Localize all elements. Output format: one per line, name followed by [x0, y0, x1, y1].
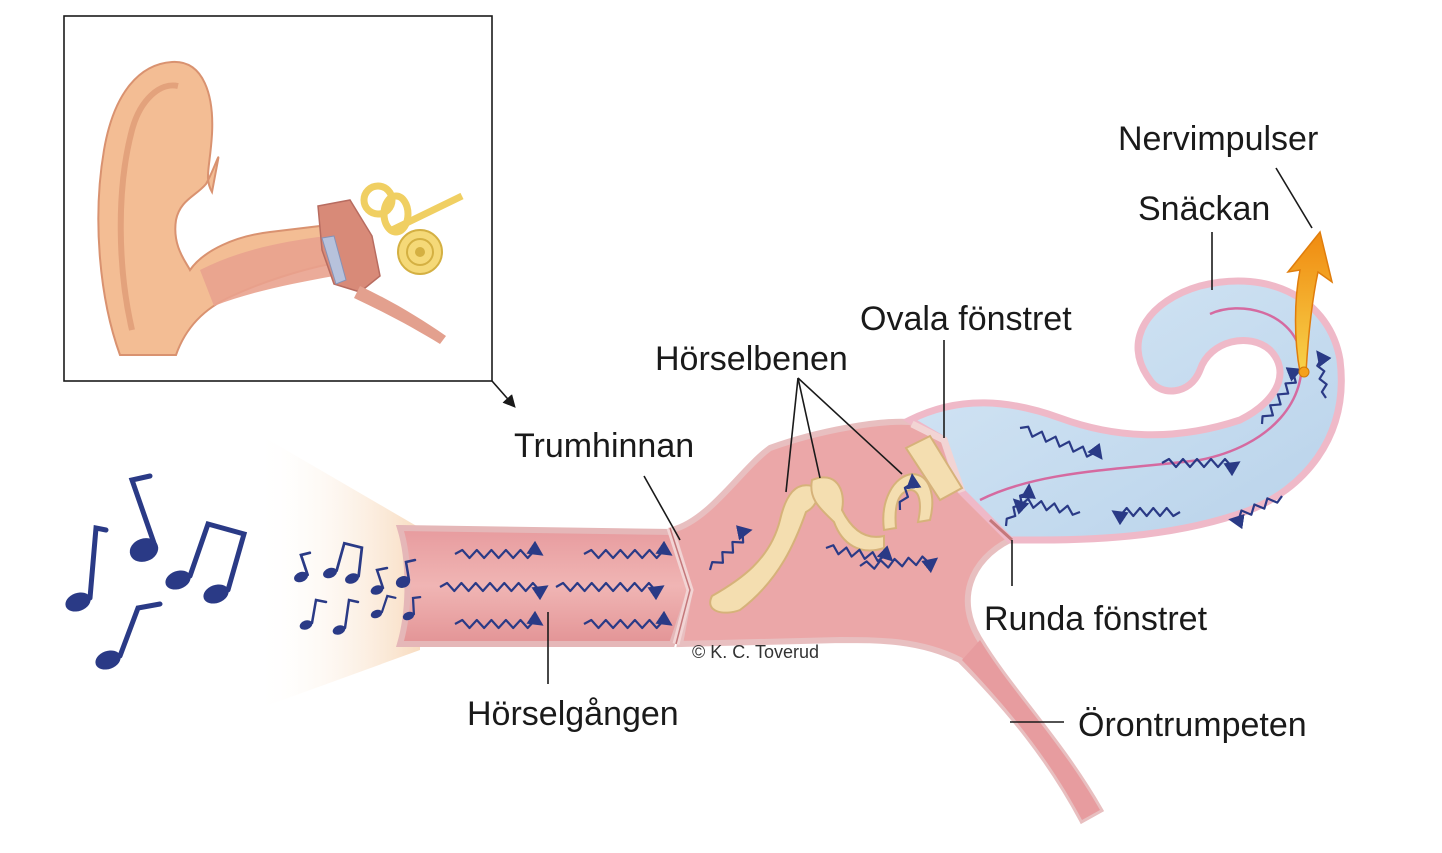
sound-wave-arrow-icon — [583, 540, 673, 560]
sound-wave-arrow-icon — [859, 555, 939, 574]
label-nervimpulser: Nervimpulser — [1118, 120, 1318, 158]
sound-wave-arrow-icon — [1012, 497, 1081, 516]
sound-waves — [439, 350, 1332, 630]
leader-horselbenen-3 — [797, 377, 903, 475]
eustachian-tube — [962, 640, 1100, 820]
sound-wave-arrow-icon — [1004, 483, 1036, 527]
inset-pointer-arrow-icon — [491, 380, 516, 408]
note-icon — [402, 595, 422, 621]
impulse-origin — [1298, 366, 1310, 378]
inset-canal — [200, 236, 334, 306]
sound-wave-arrow-icon — [1161, 457, 1241, 477]
inset-overview — [63, 15, 493, 382]
note-icon — [395, 558, 417, 588]
note-icon — [299, 598, 328, 630]
label-ovala-fonstret: Ovala fönstret — [860, 300, 1072, 338]
leader-nervimpulser — [1275, 167, 1313, 229]
note-icon — [294, 551, 312, 583]
note-icon — [65, 525, 109, 612]
incus — [810, 476, 885, 552]
oval-window — [910, 420, 966, 494]
sound-wave-arrow-icon — [1228, 495, 1283, 530]
sound-wave-arrow-icon — [708, 525, 753, 571]
inset-tube — [354, 286, 446, 344]
note-icon — [165, 520, 248, 604]
round-window — [988, 518, 1014, 542]
inset-inner-ear — [360, 182, 464, 236]
note-icon — [370, 566, 389, 595]
music-notes-icon — [65, 473, 422, 670]
stapes-footplate — [904, 434, 964, 502]
label-orontrumpeten: Örontrumpeten — [1078, 706, 1307, 744]
label-horselbenen: Hörselbenen — [655, 340, 848, 378]
sound-wave-arrow-icon — [1260, 367, 1303, 425]
sound-wave-arrow-icon — [898, 473, 922, 511]
sound-wave-arrow-icon — [583, 610, 673, 630]
note-icon — [128, 473, 159, 562]
sound-wave-arrow-icon — [1019, 425, 1103, 460]
basilar-membrane — [979, 307, 1303, 502]
nerve-impulse-arrow-icon — [1286, 230, 1334, 373]
sound-wave-arrow-icon — [1316, 350, 1332, 399]
note-icon — [323, 541, 364, 584]
sound-wave-arrow-icon — [555, 581, 665, 601]
label-snackan: Snäckan — [1138, 190, 1270, 228]
sound-wave-arrow-icon — [1111, 506, 1181, 526]
label-trumhinnan: Trumhinnan — [514, 427, 694, 465]
sound-wave-arrow-icon — [439, 581, 549, 601]
leader-horselbenen-1 — [785, 377, 799, 493]
leader-horselbenen-2 — [797, 377, 821, 479]
note-icon — [95, 601, 163, 670]
sound-wave-arrow-icon — [825, 544, 894, 563]
note-icon — [332, 598, 360, 635]
sound-wave-arrow-icon — [454, 540, 544, 560]
note-icon — [370, 594, 397, 619]
leader-lines — [547, 167, 1313, 723]
sound-wave-arrow-icon — [454, 610, 544, 630]
label-runda-fonstret: Runda fönstret — [984, 600, 1208, 638]
credit-text: © K. C. Toverud — [692, 642, 819, 662]
label-horselgangen: Hörselgången — [467, 695, 679, 733]
inset-eardrum — [321, 235, 347, 285]
labels: Nervimpulser Snäckan Ovala fönstret Hörs… — [467, 120, 1318, 744]
leader-trumhinnan — [643, 475, 681, 541]
inset-pinna-fold — [117, 82, 179, 331]
